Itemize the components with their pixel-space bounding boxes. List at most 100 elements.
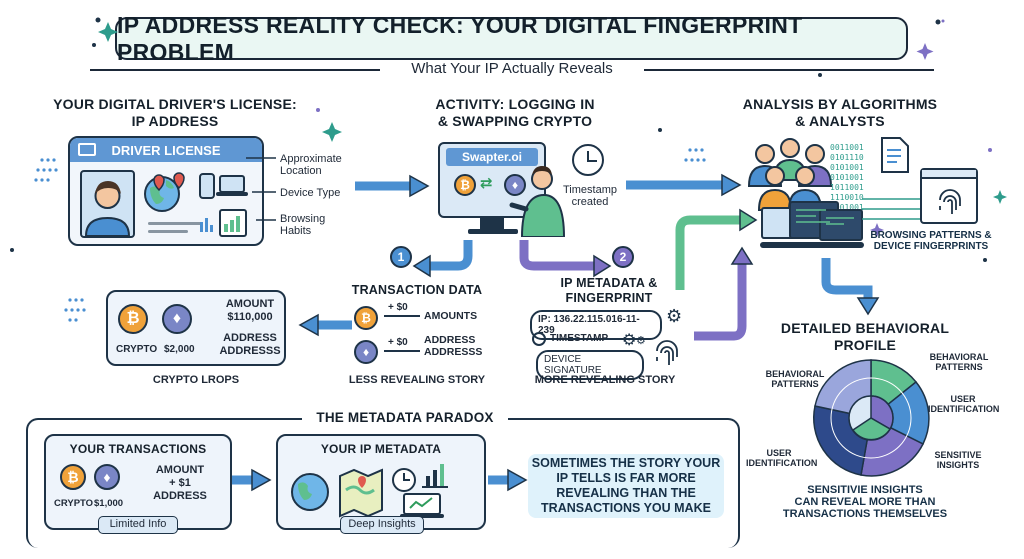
globe-icon bbox=[291, 473, 329, 511]
eth-amount: $2,000 bbox=[164, 344, 195, 355]
profile-caption-line1: SENSITIVIE INSIGHTS bbox=[807, 484, 923, 496]
fingerprint-icon bbox=[939, 189, 961, 214]
paradox-heading: THE METADATA PARADOX bbox=[302, 410, 508, 425]
your-transactions-card: YOUR TRANSACTIONS ₿ ♦ CRYPTO $1,000 AMOU… bbox=[44, 434, 232, 534]
amount-line1: AMOUNT bbox=[225, 298, 275, 310]
profile-caption: SENSITIVIE INSIGHTS CAN REVEAL MORE THAN… bbox=[770, 484, 960, 520]
binary-line: 0011001 bbox=[830, 143, 864, 152]
analysis-heading: ANALYSIS BY ALGORITHMS & ANALYSTS bbox=[720, 96, 960, 130]
connector-line bbox=[384, 350, 420, 352]
clock-icon bbox=[572, 144, 604, 176]
bitcoin-icon: ₿ bbox=[60, 464, 86, 490]
license-heading-line2: IP ADDRESS bbox=[131, 113, 219, 129]
label-behavioral-patterns-left: BEHAVIORAL PATTERNS bbox=[765, 369, 825, 389]
binary-data: 0011001 0101110 0101001 0101001 1011001 … bbox=[830, 143, 864, 213]
amount-line2: $110,000 bbox=[227, 311, 273, 323]
document-icon bbox=[881, 137, 909, 173]
address-delta: + $0 bbox=[388, 337, 408, 348]
clock-icon bbox=[532, 332, 546, 346]
profile-caption-line3: TRANSACTIONS THEMSELVES bbox=[782, 508, 948, 520]
your-ip-metadata-card: YOUR IP METADATA Deep Insights bbox=[276, 434, 486, 534]
clock-icon bbox=[392, 468, 416, 492]
binary-line: 1011001 bbox=[830, 183, 864, 192]
fingerprint-window bbox=[920, 168, 978, 224]
metadata-icons bbox=[291, 464, 448, 518]
amount-line2: + $1 bbox=[169, 477, 191, 489]
ip-address-pill: IP: 136.22.115.016-11-239 bbox=[530, 310, 662, 340]
binary-line: 0101110 bbox=[830, 153, 864, 162]
transaction-amount-block: AMOUNT + $1 ADDRESS bbox=[140, 464, 220, 503]
ethereum-icon: ♦ bbox=[94, 464, 120, 490]
your-transactions-title: YOUR TRANSACTIONS bbox=[69, 442, 207, 456]
ethereum-icon: ♦ bbox=[162, 304, 192, 334]
more-revealing-caption: MORE REVEALING STORY bbox=[534, 374, 676, 386]
deep-insights-tag: Deep Insights bbox=[340, 516, 424, 534]
license-icons bbox=[144, 172, 248, 237]
ethereum-icon: ♦ bbox=[504, 174, 526, 196]
bar-chart-icon bbox=[219, 209, 247, 237]
amount-line1: AMOUNT bbox=[155, 464, 205, 476]
license-heading-line1: YOUR DIGITAL DRIVER'S LICENSE: bbox=[53, 96, 297, 112]
swap-arrows-icon: ⇄ bbox=[480, 175, 493, 192]
step-two-badge: 2 bbox=[612, 246, 634, 268]
limited-info-tag: Limited Info bbox=[98, 516, 178, 534]
eth-amount: $1,000 bbox=[94, 498, 124, 509]
label-user-identification-left: USER IDENTIFICATION bbox=[746, 448, 818, 468]
bitcoin-icon: ₿ bbox=[354, 306, 378, 330]
fingerprint-icon bbox=[656, 340, 678, 365]
fingerprint-connector-lines bbox=[862, 198, 920, 220]
monitor: Swapter.oi ₿ ⇄ ♦ bbox=[438, 142, 546, 218]
page-title: IP ADDRESS REALITY CHECK: YOUR DIGITAL F… bbox=[115, 12, 908, 65]
label-browsing-habits: Browsing Habits bbox=[280, 213, 326, 237]
page-subtitle: What Your IP Actually Reveals bbox=[380, 60, 644, 77]
phone-icon bbox=[199, 173, 215, 199]
crypto-label: CRYPTO bbox=[54, 498, 94, 509]
profile-heading-line1: DETAILED BEHAVIORAL bbox=[780, 320, 950, 336]
analysts-group-icon bbox=[747, 138, 833, 211]
amount-delta: + $0 bbox=[388, 302, 408, 313]
less-revealing-caption: LESS REVEALING STORY bbox=[348, 374, 486, 386]
profile-heading-line2: PROFILE bbox=[833, 337, 897, 353]
transaction-data-heading: TRANSACTION DATA bbox=[351, 283, 483, 297]
address-line1: ADDRESS bbox=[223, 332, 277, 344]
license-text-lines bbox=[148, 222, 203, 233]
device-signature-pill: DEVICE SIGNATURE bbox=[536, 350, 644, 380]
mini-bars-icon bbox=[200, 218, 213, 232]
computers-icon bbox=[760, 201, 864, 248]
bar-chart-icon bbox=[422, 464, 448, 488]
crypto-label: CRYPTO bbox=[116, 344, 158, 355]
globe-icon bbox=[144, 176, 180, 212]
browsing-patterns-caption: BROWSING PATTERNS & DEVICE FINGERPRINTS bbox=[870, 230, 992, 252]
ip-metadata-heading-line2: FINGERPRINT bbox=[565, 291, 653, 305]
step-one-badge: 1 bbox=[390, 246, 412, 268]
ip-metadata-heading-line1: IP METADATA & bbox=[560, 276, 658, 290]
label-sensitive-insights: SENSITIVE INSIGHTS bbox=[934, 450, 982, 470]
your-ip-metadata-title: YOUR IP METADATA bbox=[320, 442, 442, 456]
map-icon bbox=[339, 468, 383, 518]
profile-heading: DETAILED BEHAVIORAL PROFILE bbox=[760, 320, 970, 354]
laptop-icon bbox=[216, 175, 248, 196]
monitor-stand bbox=[480, 218, 504, 230]
timestamp-label: TIMESTAMP bbox=[550, 333, 609, 344]
id-card-icon bbox=[78, 143, 96, 156]
binary-line: 1110010 bbox=[830, 193, 864, 202]
label-approximate-location: Approximate Location bbox=[280, 153, 342, 177]
license-connectors bbox=[246, 157, 276, 221]
laptop-chart-icon bbox=[400, 493, 444, 518]
label-device-type: Device Type bbox=[280, 187, 341, 199]
gears-icon: ⚙ bbox=[622, 332, 637, 349]
site-name: Swapter.oi bbox=[446, 148, 538, 166]
map-pin-icon bbox=[153, 172, 185, 192]
amount-block: AMOUNT $110,000 bbox=[216, 298, 284, 324]
address-label: ADDRESS ADDRESSS bbox=[424, 334, 483, 358]
timestamp-created-label: Timestamp created bbox=[563, 184, 617, 208]
behavioral-profile-radial-chart bbox=[812, 359, 930, 477]
binary-line: 0101001 bbox=[830, 163, 864, 172]
ethereum-icon: ♦ bbox=[354, 340, 378, 364]
label-behavioral-patterns-right: BEHAVIORAL PATTERNS bbox=[929, 352, 989, 372]
binary-line: 0001001 bbox=[830, 203, 864, 212]
analysis-heading-line1: ANALYSIS BY ALGORITHMS bbox=[742, 96, 938, 112]
activity-heading-line1: ACTIVITY: LOGGING IN bbox=[435, 96, 595, 112]
monitor-base bbox=[468, 229, 518, 234]
connector-line bbox=[384, 315, 420, 317]
